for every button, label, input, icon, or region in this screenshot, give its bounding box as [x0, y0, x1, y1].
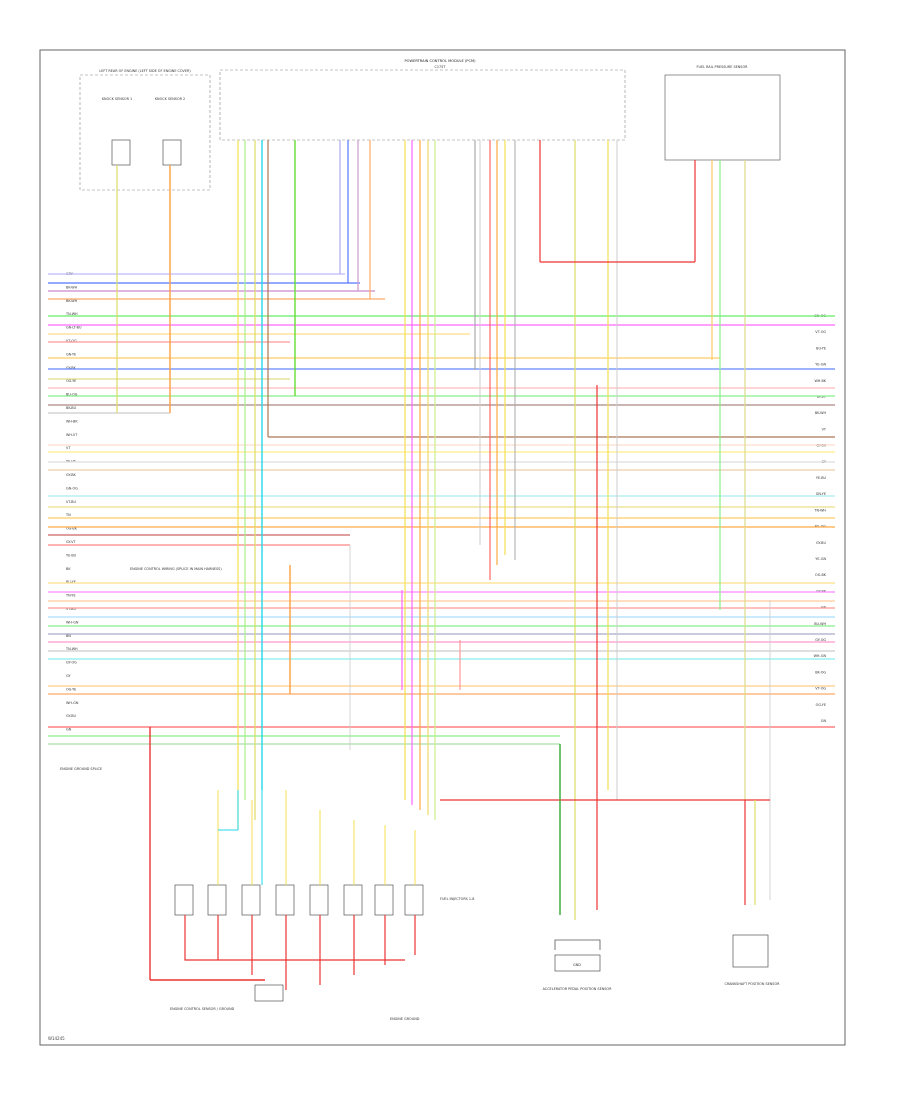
accel-pedal-sensor-box-label: GND: [573, 963, 581, 967]
injectors-label: FUEL INJECTORS 1-8: [440, 897, 474, 901]
accel-pedal-sensor-box: [554, 954, 601, 972]
right-wire-label: WH-GN: [814, 654, 827, 658]
left-wire-label: BN: [66, 634, 71, 638]
pcm-header-box: [219, 69, 626, 141]
left-wire-label: VT-BU: [66, 607, 77, 611]
page-code: W14245: [48, 1036, 65, 1041]
left-wire-label: VT-OG: [66, 339, 77, 343]
ckp-sensor-label: CRANKSHAFT POSITION SENSOR: [725, 982, 781, 986]
left-wire-label: BK-BU: [66, 406, 77, 410]
left-wire-label: WH-GN: [66, 620, 79, 624]
left-wire-label: YE-BU: [66, 553, 77, 557]
right-wire-label: BK-OG: [815, 670, 826, 674]
left-wire-label: BU-OG: [66, 393, 78, 397]
right-wire-label: VT-OG: [815, 687, 826, 691]
left-wire-label: GN-OG: [66, 486, 78, 490]
knock-sensor-1-label: KNOCK SENSOR 1: [102, 97, 132, 101]
right-wire-label: VT: [822, 427, 827, 431]
left-wire-label: VT: [66, 446, 71, 450]
left-wire-label: TN-WH: [65, 647, 78, 651]
left-wire-label: GY-BU: [66, 714, 77, 718]
left-wire-labels: GRYBK-WHBK-WHTN-WHGN-LT-BUVT-OGGN-YEGY-B…: [65, 272, 82, 732]
pcm-connector-label: C175T: [435, 65, 447, 69]
left-wire-label: BU-YE: [66, 580, 76, 584]
left-wire-label: GN-YE: [66, 352, 76, 356]
knock-sensor-2-label: KNOCK SENSOR 2: [155, 97, 185, 101]
left-wire-label: BK: [66, 567, 71, 571]
engine-control-bottom-label: ENGINE CONTROL SENSOR / GROUND: [170, 1007, 235, 1011]
left-wire-label: TN: [65, 513, 71, 517]
left-wire-label: OG-YE: [66, 379, 76, 383]
ground-splice-label: ENGINE GROUND SPLICE: [60, 767, 102, 771]
engine-ground-label: ENGINE GROUND: [390, 1017, 420, 1021]
right-wire-label: GY-OG: [815, 638, 826, 642]
right-wire-label: YE-GN: [815, 557, 826, 561]
horizontal-wires: [48, 273, 835, 745]
vertical-wires: [116, 140, 771, 981]
right-wire-label: YE-VT: [816, 395, 827, 399]
injector-group: [174, 790, 424, 990]
left-wire-label: GY-OG: [66, 661, 77, 665]
knock-sensor-1-icon: [111, 139, 131, 166]
right-wire-label: BK-WH: [815, 411, 827, 415]
left-wire-label: BK-WH: [66, 299, 78, 303]
pcm-title: POWERTRAIN CONTROL MODULE (PCM): [405, 59, 477, 63]
knock-sensor-2-icon: [162, 139, 182, 166]
right-wire-label: BU-YE: [816, 346, 826, 350]
ground-splice-icon: [254, 984, 284, 1002]
left-wire-label: GY-VT: [66, 540, 76, 544]
right-wire-label: YE-BU: [816, 476, 827, 480]
right-wire-label: VT-OG: [815, 330, 826, 334]
right-wire-label: OG-YE: [816, 703, 826, 707]
right-wire-label: OG-BK: [815, 573, 827, 577]
left-wire-label: GY-BK: [66, 366, 77, 370]
right-wire-label: GY-BU: [816, 541, 827, 545]
right-wire-label: GN: [821, 719, 827, 723]
left-wire-label: GN: [66, 728, 72, 732]
left-wire-label: WH-GN: [66, 701, 79, 705]
left-wire-label: WH-VT: [66, 433, 78, 437]
left-wire-label: VT-BU: [66, 500, 77, 504]
right-wire-label: GN-YE: [816, 492, 826, 496]
left-wire-label: OG-YE: [66, 687, 76, 691]
engine-control-splice-label: ENGINE CONTROL WIRING (SPLICE IN MAIN HA…: [130, 567, 222, 571]
left-wire-label: GY-BK: [66, 473, 77, 477]
left-wire-label: TN-WH: [65, 312, 78, 316]
left-wire-label: WH-BK: [66, 419, 78, 423]
right-wire-label: WH-BK: [814, 379, 826, 383]
left-wire-label: OG-BK: [66, 527, 78, 531]
left-wire-label: BK-WH: [66, 285, 78, 289]
diagram-frame: [39, 49, 846, 1046]
right-wire-label: YE-GN: [815, 363, 826, 367]
knock-sensor-title: LEFT REAR OF ENGINE (LEFT SIDE OF ENGINE…: [99, 69, 191, 73]
fuel-rail-sensor-box: [664, 74, 781, 161]
right-wire-label: TN-WH: [813, 508, 826, 512]
ckp-sensor-icon: [732, 934, 769, 968]
accel-pedal-sensor-icon: [554, 939, 601, 950]
knock-sensor-box: [79, 74, 211, 191]
left-wire-label: TN-YE: [65, 594, 76, 598]
left-wire-label: GY: [66, 674, 71, 678]
accel-pedal-sensor-label: ACCELERATOR PEDAL POSITION SENSOR: [543, 987, 613, 991]
right-wire-label: BU-WH: [814, 622, 826, 626]
fuel-rail-sensor-title: FUEL RAIL PRESSURE SENSOR: [697, 65, 749, 69]
left-wire-label: GN-LT-BU: [66, 326, 82, 330]
